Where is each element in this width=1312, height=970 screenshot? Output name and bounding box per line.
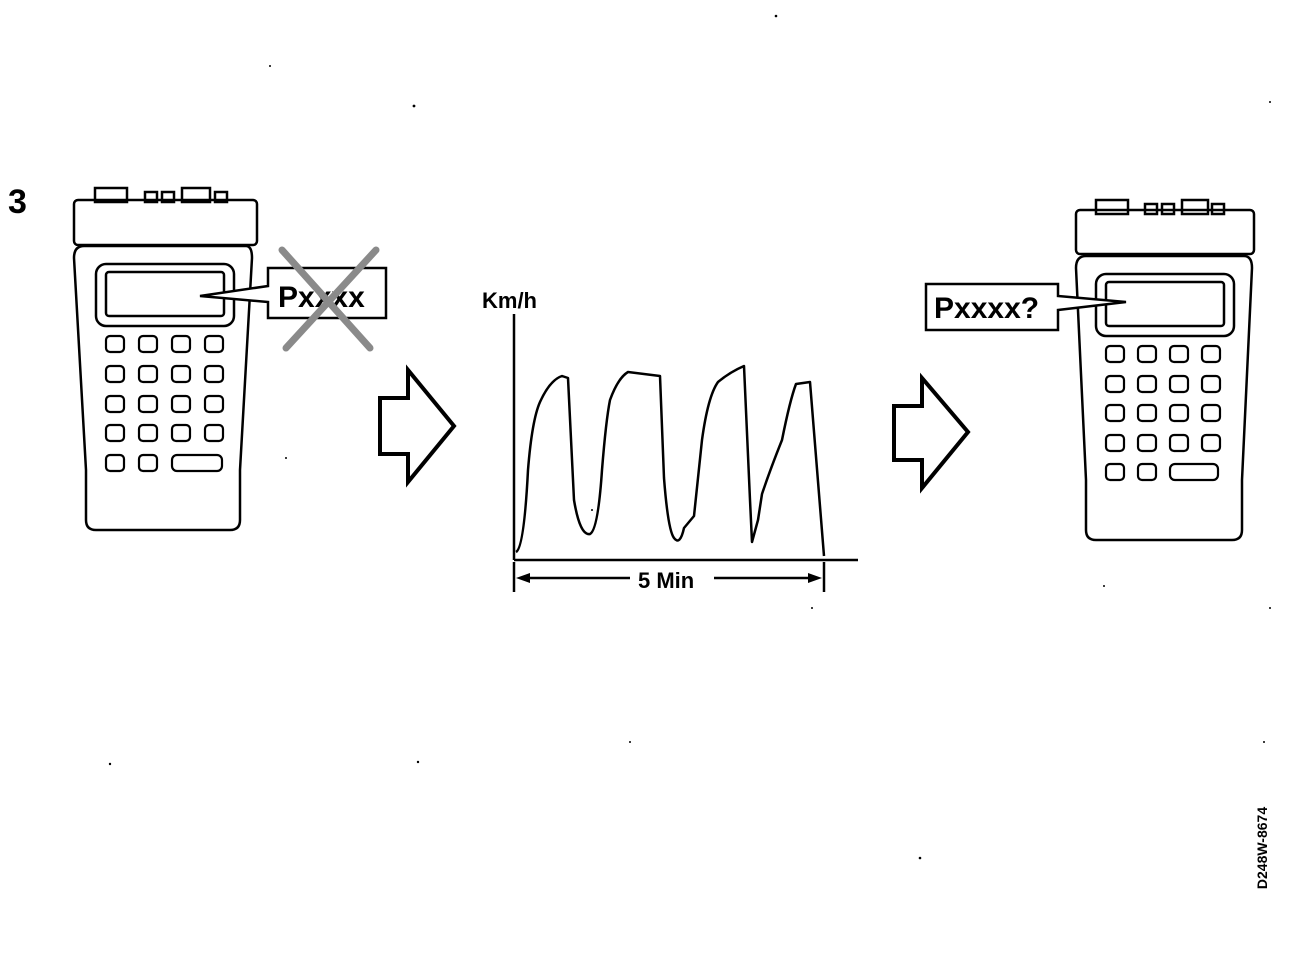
right-display-callout: Pxxxx? — [924, 282, 1127, 332]
speed-chart: Km/h 5 Min — [482, 288, 858, 593]
left-display-callout: Pxxxx — [199, 246, 388, 352]
cross-icon — [278, 246, 380, 352]
diagnostic-tester-icon — [1074, 198, 1256, 542]
right-display-code: Pxxxx? — [934, 292, 1039, 325]
left-tester-device — [72, 186, 259, 532]
scan-noise — [108, 14, 1271, 860]
duration-bracket — [512, 562, 826, 592]
figure-id: D248W-8674 — [1254, 806, 1270, 890]
chart-y-label: Km/h — [482, 288, 537, 313]
speed-trace — [515, 364, 826, 557]
step-number: 3 — [8, 183, 27, 221]
diagnostic-tester-icon — [72, 186, 259, 532]
right-tester-device — [1074, 198, 1256, 542]
right-arrow-icon — [892, 372, 971, 494]
right-arrow-icon — [378, 364, 457, 488]
duration-label: 5 Min — [638, 568, 694, 593]
